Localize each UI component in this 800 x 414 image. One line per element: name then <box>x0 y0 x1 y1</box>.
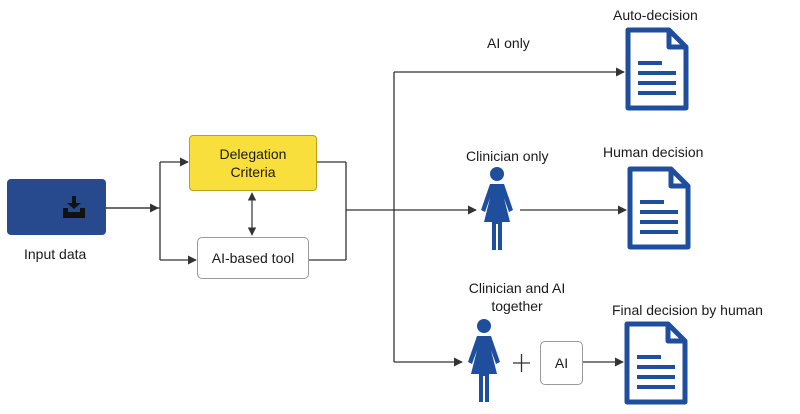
input-data-label: Input data <box>24 246 87 262</box>
delegation-criteria-box: Delegation Criteria <box>189 135 317 191</box>
input-data-box <box>7 179 106 235</box>
branch-label-clinician-only: Clinician only <box>466 148 549 164</box>
delegation-label-line2: Criteria <box>230 164 276 180</box>
connector-merge <box>309 72 395 362</box>
inbox-download-icon <box>62 196 85 218</box>
branch-label-together-line1: Clinician and AI <box>468 280 566 296</box>
ai-based-tool-box: AI-based tool <box>197 237 309 279</box>
person-icon <box>468 319 500 402</box>
document-icon <box>627 324 685 402</box>
ai-box: AI <box>540 341 583 385</box>
outcome-label-human-decision: Human decision <box>603 144 704 160</box>
person-icon <box>481 167 513 250</box>
outcome-label-final-decision: Final decision by human <box>612 302 763 318</box>
plus-icon <box>513 354 530 372</box>
branch-label-together: Clinician and AI together <box>452 279 582 315</box>
ai-based-tool-label: AI-based tool <box>211 250 295 266</box>
document-icon <box>628 30 686 108</box>
outcome-label-auto-decision: Auto-decision <box>613 7 698 23</box>
branch-label-ai-only: AI only <box>487 35 530 51</box>
delegation-label-line1: Delegation <box>219 146 287 162</box>
branch-label-together-line2: together <box>491 298 543 314</box>
document-icon <box>630 169 688 247</box>
connector-input-to-fork <box>106 157 197 265</box>
ai-box-label: AI <box>554 355 569 371</box>
